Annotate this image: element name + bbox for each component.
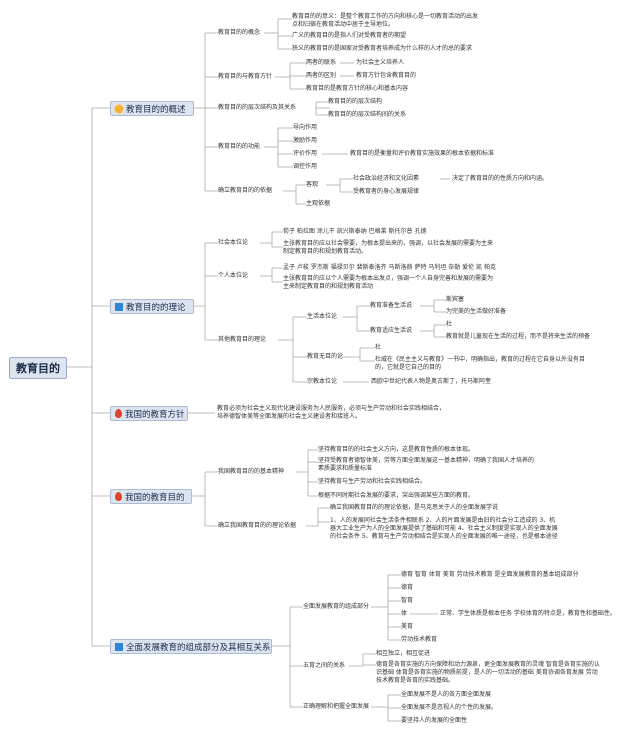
- node-basis[interactable]: 确立教育目的的依据: [218, 187, 273, 194]
- branch-all-round[interactable]: 全面发展教育的组成部分及其相互关系: [110, 639, 272, 654]
- individual-desc: 主张教育目的应以个人需要为根本出发点，强调一个人自身完善和发展的需要为主来制定教…: [283, 275, 494, 290]
- society-names: 荀子 柏拉图 涂儿干 凯兴斯泰纳 巴格莱 斯托尔普 孔德: [283, 228, 427, 235]
- node-relation[interactable]: 五育之间的关系: [303, 662, 346, 669]
- node-life[interactable]: 生活本位论: [307, 313, 338, 320]
- concept-item-1: 教育目的的意义：是整个教育工作的方向和核心是一切教育活动的出发点和归宿在教育活动…: [292, 13, 479, 28]
- node-religion[interactable]: 宗教本位论: [307, 378, 338, 385]
- policy-link: 两者的联系: [306, 59, 337, 66]
- branch-overview[interactable]: 教育目的的概述: [110, 101, 194, 116]
- life-adapt: 教育适应生活说: [370, 327, 413, 334]
- spirit-item-4: 根据不同时期社会发展的要求，突出强调某些方面的教育。: [318, 492, 475, 499]
- parts-summary: 德育 智育 体育 美育 劳动技术教育 是全面发展教育的基本组成部分: [401, 571, 579, 578]
- basis-subjective: 主观依据: [306, 200, 331, 207]
- function-guide: 导向作用: [293, 124, 318, 131]
- prepare-spencer: 斯宾塞: [446, 296, 465, 303]
- policy-diff-value: 教育方针包含教育目的: [356, 72, 417, 79]
- function-evaluate: 评价作用: [293, 150, 318, 157]
- concept-item-2: 广义的教育目的是指人们对受教育者的期望: [292, 32, 407, 39]
- religion-note: 西欧中世纪代表人物是奥古斯丁，托马斯阿奎: [371, 378, 492, 385]
- spirit-item-2: 坚持受教育者德智体美，劳等方面全面发展这一基本精神，明确了我国人才培养的素质要求…: [318, 457, 535, 472]
- part-moral: 德育: [401, 584, 414, 591]
- function-regulate: 调控作用: [293, 163, 318, 170]
- spirit-item-1: 坚持教育目的的社会主义方向，这是教育性质的根本体现。: [318, 446, 475, 453]
- root-node[interactable]: 教育目的: [9, 357, 67, 379]
- part-intellect: 智育: [401, 597, 414, 604]
- branch-our-aims[interactable]: 我国的教育目的: [110, 489, 192, 504]
- node-levels[interactable]: 教育目的的层次结构及其关系: [218, 104, 297, 111]
- function-note: 教育目的是衡量和评价教育实施效果的根本依据和标准: [350, 150, 495, 157]
- node-spirit[interactable]: 我国教育目的的基本精神: [218, 468, 285, 475]
- individual-names: 孟子 卢梭 罗杰斯 福禄贝尔 裴斯泰洛齐 马斯洛赫 萨特 马利坦 奈勒 爱伦 凯…: [283, 264, 496, 271]
- noaim-desc: 杜威在《民主主义与教育》一书中，明确指出，教育的过程在它自身以外没有目的，它就是…: [375, 356, 586, 371]
- node-parts[interactable]: 全面发展教育的组成部分: [303, 603, 370, 610]
- theory-basis-1: 确立我国教育目的的理论依据，是马克思关于人的全面发展学说: [330, 504, 499, 511]
- basis-note: 决定了教育目的的性质方向和内涵。: [452, 175, 549, 182]
- policy-diff: 两者的区别: [306, 72, 337, 79]
- part-labor: 劳动技术教育: [401, 636, 438, 643]
- fire-icon: [115, 409, 122, 418]
- part-aesthetic: 美育: [401, 623, 414, 630]
- policy-link-value: 为社会主义培养人: [356, 59, 405, 66]
- square-icon: [115, 642, 123, 651]
- society-desc: 主张教育目的应以社会需要，为根本提出来的，强调，以社会发展的需要为主来制定教育目…: [283, 240, 494, 255]
- branch-policy[interactable]: 我国的教育方针: [110, 406, 188, 421]
- node-other-theories[interactable]: 其他教育目的理论: [218, 336, 267, 343]
- basis-students: 受教育者的身心发展规律: [353, 188, 420, 195]
- node-concept[interactable]: 教育目的的概念: [218, 29, 261, 36]
- levels-item-1: 教育目的的层次结构: [328, 98, 383, 105]
- policy-core: 教育目的是教育方针的核心和基本内容: [306, 85, 409, 92]
- node-functions[interactable]: 教育目的的功能: [218, 143, 261, 150]
- part-physical: 体: [401, 610, 408, 617]
- life-prepare: 教育准备生活说: [370, 302, 413, 309]
- correct-item-1: 全面发展不是人的各方面全面发展: [401, 691, 492, 698]
- function-motivate: 激励作用: [293, 137, 318, 144]
- relation-item-1: 相互独立，相互促进: [376, 650, 431, 657]
- policy-statement: 教育必须为社会主义现代化建设服务为人民服务，必须与生产劳动和社会实践相结合，培养…: [217, 405, 446, 420]
- branch-theory[interactable]: 教育目的的理论: [110, 299, 194, 314]
- node-individual[interactable]: 个人本位论: [218, 272, 249, 279]
- node-society[interactable]: 社会本位论: [218, 239, 249, 246]
- prepare-desc: 为完美的生活做好准备: [446, 308, 507, 315]
- physical-note: 正常、学生体质是根本任务 学校体育的特点是，教育性和基础性。: [440, 610, 616, 617]
- basis-society: 社会政治经济和文化因素: [353, 175, 420, 182]
- sun-icon: [115, 104, 123, 113]
- noaim-dewey: 杜: [375, 344, 382, 351]
- theory-basis-2: 1、人的发展同社会生活条件相联系 2、人的片面发展是由旧的社会分工造成的 3、机…: [330, 517, 558, 540]
- levels-item-2: 教育目的的层次结构间的关系: [328, 111, 407, 118]
- correct-item-3: 要坚持人的发展的全面性: [401, 717, 468, 724]
- fire-icon: [115, 492, 122, 501]
- node-theory-basis[interactable]: 确立我国教育目的的理论依据: [218, 522, 297, 529]
- node-noaim[interactable]: 教育无目的论: [307, 353, 344, 360]
- node-correct[interactable]: 正确理解和把握全面发展: [303, 703, 370, 710]
- square-icon: [115, 302, 123, 311]
- concept-item-3: 狭义的教育目的是国家对受教育者培养成为什么样的人才的总的要求: [292, 45, 473, 52]
- spirit-item-3: 坚持教育与生产劳动和社会实践相结合。: [318, 478, 427, 485]
- adapt-dewey: 杜: [446, 321, 453, 328]
- relation-item-2: 德育是各育实施的方向保障和动力源泉，更全面发展教育的灵魂 智育是各育实施的认识基…: [376, 661, 600, 684]
- adapt-desc: 教育就是儿童现在生活的过程，而不是将来生活的预备: [446, 333, 591, 340]
- basis-objective: 客观: [306, 181, 319, 188]
- node-policy[interactable]: 教育目的与教育方针: [218, 73, 273, 80]
- correct-item-2: 全面发展不是忽视人的个性的发展。: [401, 704, 498, 711]
